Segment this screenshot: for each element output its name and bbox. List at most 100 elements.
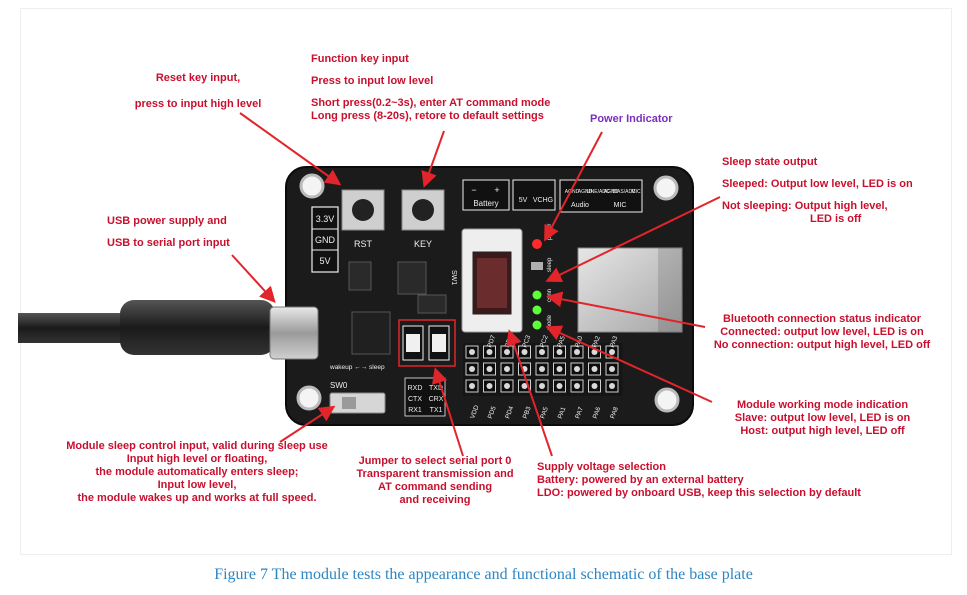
supply-line-3: LDO: powered by onboard USB, keep this s… — [537, 487, 861, 499]
reset-line-2: press to input high level — [134, 98, 262, 110]
jumper-line-2: Transparent transmission and — [356, 468, 514, 480]
key-button[interactable]: KEY — [401, 189, 445, 249]
bt-status-line-1: Bluetooth connection status indicator — [722, 313, 921, 325]
usb-line-2: USB to serial port input — [107, 237, 230, 249]
pin-label-pa5: PA5 — [539, 406, 550, 420]
sw0-label: SW0 — [330, 381, 348, 390]
sleep-control-annotation: Module sleep control input, valid during… — [38, 440, 356, 505]
sleep-switch[interactable]: wakeup ←→ sleep SW0 — [329, 364, 386, 414]
sleep-control-line-4: Input low level, — [157, 479, 237, 491]
rst-label: RST — [354, 239, 373, 249]
sleep-state-annotation: Sleep state output Sleeped: Output low l… — [722, 156, 913, 226]
bt-status-line-3: No connection: output high level, LED of… — [713, 339, 931, 351]
conn-led — [532, 290, 542, 300]
supply-voltage-switch[interactable] — [461, 228, 523, 333]
function-key-line-4: Long press (8-20s), retore to default se… — [311, 110, 544, 122]
vchg-label: VCHG — [533, 197, 553, 204]
usb-connector — [269, 306, 319, 360]
header-pin-hole — [486, 383, 493, 389]
header-pin-hole — [504, 383, 510, 389]
vchg-header: 5V VCHG — [512, 179, 556, 211]
reset-button[interactable]: RST — [341, 189, 385, 249]
chip-small — [348, 261, 372, 291]
arrow-jumper — [432, 367, 464, 457]
sleep-state-line-2: Sleeped: Output low level, LED is on — [722, 178, 913, 190]
serial-tx1: TX1 — [430, 407, 443, 414]
pin-header-grid — [463, 343, 623, 396]
pin-label-pd7: PD7 — [486, 334, 497, 349]
header-pin-hole — [504, 349, 510, 355]
audio-pin-4: AGND — [604, 189, 619, 195]
mounting-holes — [296, 173, 680, 413]
function-key-line-2: Press to input low level — [311, 75, 434, 87]
sw0-text: wakeup ←→ sleep — [329, 364, 385, 371]
led-label-sleep: sleep — [547, 257, 553, 272]
arrow-power — [544, 131, 603, 242]
header-pin-hole — [574, 366, 580, 372]
reset-line-1: Reset key input, — [155, 72, 241, 84]
mic-label: MIC — [614, 202, 627, 209]
audio-pin-1: AGND — [565, 189, 580, 195]
header-pin-hole — [591, 383, 598, 389]
audio-pin-5: BIAS/ADC — [612, 189, 636, 195]
pin-label-pc2: PC2 — [539, 334, 550, 349]
arrow-sleep-ctrl — [279, 405, 336, 443]
work-mode-line-3: Host: output high level, LED off — [740, 425, 905, 437]
sleep-state-line-1: Sleep state output — [722, 156, 818, 168]
pin-label-pa2: PA2 — [591, 335, 602, 349]
header-pin-hole — [556, 349, 563, 355]
jumper-annotation: Jumper to select serial port 0 Transpare… — [340, 455, 530, 507]
pin-label-pb3: PB3 — [522, 405, 533, 419]
arrow-mode — [545, 325, 713, 403]
header-pin-hole — [591, 349, 598, 355]
audio-header: AGND AGND LINE/ADC AGND BIAS/ADC MIC Aud… — [559, 179, 643, 213]
header-pin-hole — [486, 366, 493, 372]
bluetooth-module — [577, 247, 683, 333]
function-key-annotation: Function key input Press to input low le… — [311, 53, 550, 123]
header-pin-hole — [504, 366, 510, 372]
header-pin-hole — [469, 349, 475, 355]
sleep-control-line-3: the module automatically enters sleep; — [95, 466, 299, 478]
pin-label-pa7: PA7 — [574, 406, 585, 420]
serial-txd: TXD — [429, 385, 443, 392]
pin-label-pa1: PA1 — [557, 406, 568, 420]
usb-cable — [18, 313, 130, 343]
work-mode-line-1: Module working mode indication — [736, 399, 909, 411]
arrow-usb — [231, 254, 276, 303]
annotation-arrows — [231, 112, 721, 457]
pin-label-pa3: PA3 — [609, 335, 620, 349]
power-led — [532, 239, 542, 249]
battery-minus: − — [471, 185, 476, 195]
bt-status-line-2: Connected: output low level, LED is on — [720, 326, 924, 338]
header-pin-hole — [539, 383, 545, 389]
function-key-line-1: Function key input — [311, 53, 409, 65]
supply-annotation: Supply voltage selection Battery: powere… — [537, 461, 861, 500]
work-mode-annotation: Module working mode indication Slave: ou… — [705, 399, 940, 438]
header-pin-hole — [521, 349, 528, 355]
header-pin-hole — [591, 366, 598, 372]
led-label-conn: conn — [547, 289, 553, 302]
pin-label-pd4: PD4 — [504, 405, 515, 420]
sleep-control-line-1: Module sleep control input, valid during… — [66, 440, 328, 452]
sleep-state-line-3: Not sleeping: Output high level, — [722, 200, 888, 212]
sleep-control-line-2: Input high level or floating, — [126, 453, 268, 465]
sw1-label: SW1 — [450, 270, 457, 285]
usb-plug-body — [120, 300, 275, 355]
header-pin-hole — [486, 349, 493, 355]
header-pin-hole — [521, 383, 528, 389]
header-pin-hole — [539, 366, 545, 372]
header-pin-hole — [556, 366, 563, 372]
work-mode-line-2: Slave: output low level, LED is on — [734, 412, 911, 424]
sleep-led — [532, 305, 542, 315]
serial-jumper[interactable] — [398, 319, 456, 367]
header-pin-hole — [556, 383, 563, 389]
pin-label-5v: 5V — [319, 256, 330, 266]
header-pin-hole — [609, 366, 615, 372]
voltage-pin-block: 3.3V GND 5V — [311, 206, 339, 273]
reset-annotation: Reset key input, press to input high lev… — [98, 72, 298, 111]
battery-plus: + — [494, 185, 499, 195]
sleep-control-line-5: the module wakes up and works at full sp… — [77, 492, 317, 504]
pin-label-pc3: PC3 — [521, 334, 532, 349]
